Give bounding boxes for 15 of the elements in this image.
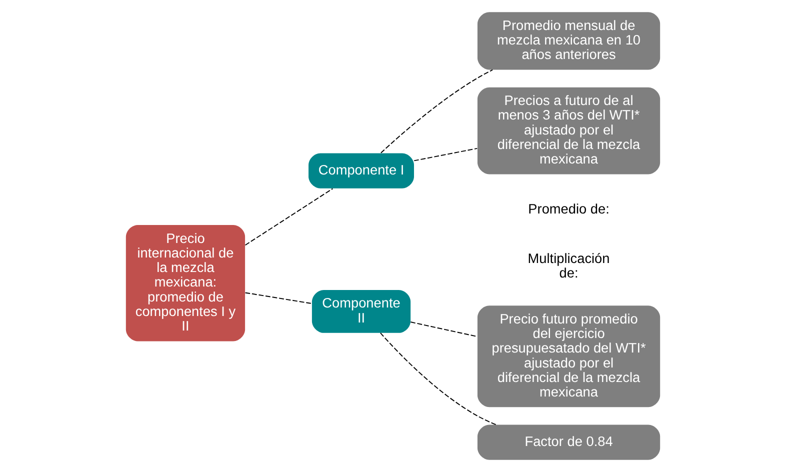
node-box: Factor de 0.84 — [476, 424, 660, 460]
node-box: Precio futuro promedio del ejercicio presupuesatado del WTI* ajustado por el diferencial de la mezcla mexicana — [476, 306, 660, 408]
connector — [244, 292, 312, 304]
connector — [380, 69, 493, 154]
node-box: Componente II — [311, 290, 410, 333]
label: Multiplicación de: — [527, 250, 610, 280]
node-box: Precios a futuro de al menos 3 años del WTI* ajustado por el diferencial de la mezcla mexicana — [476, 87, 660, 174]
node-box: Promedio mensual de mezcla mexicana en 10 años anteriores — [476, 12, 660, 70]
label: Promedio de: — [528, 201, 609, 216]
connector — [413, 148, 478, 162]
connector — [410, 322, 478, 338]
connector — [244, 188, 333, 246]
node-box: Precio internacional de la mezcla mexicana: promedio de componentes I y II — [125, 225, 245, 342]
node-box: Componente I — [308, 153, 414, 188]
connector — [379, 332, 496, 426]
